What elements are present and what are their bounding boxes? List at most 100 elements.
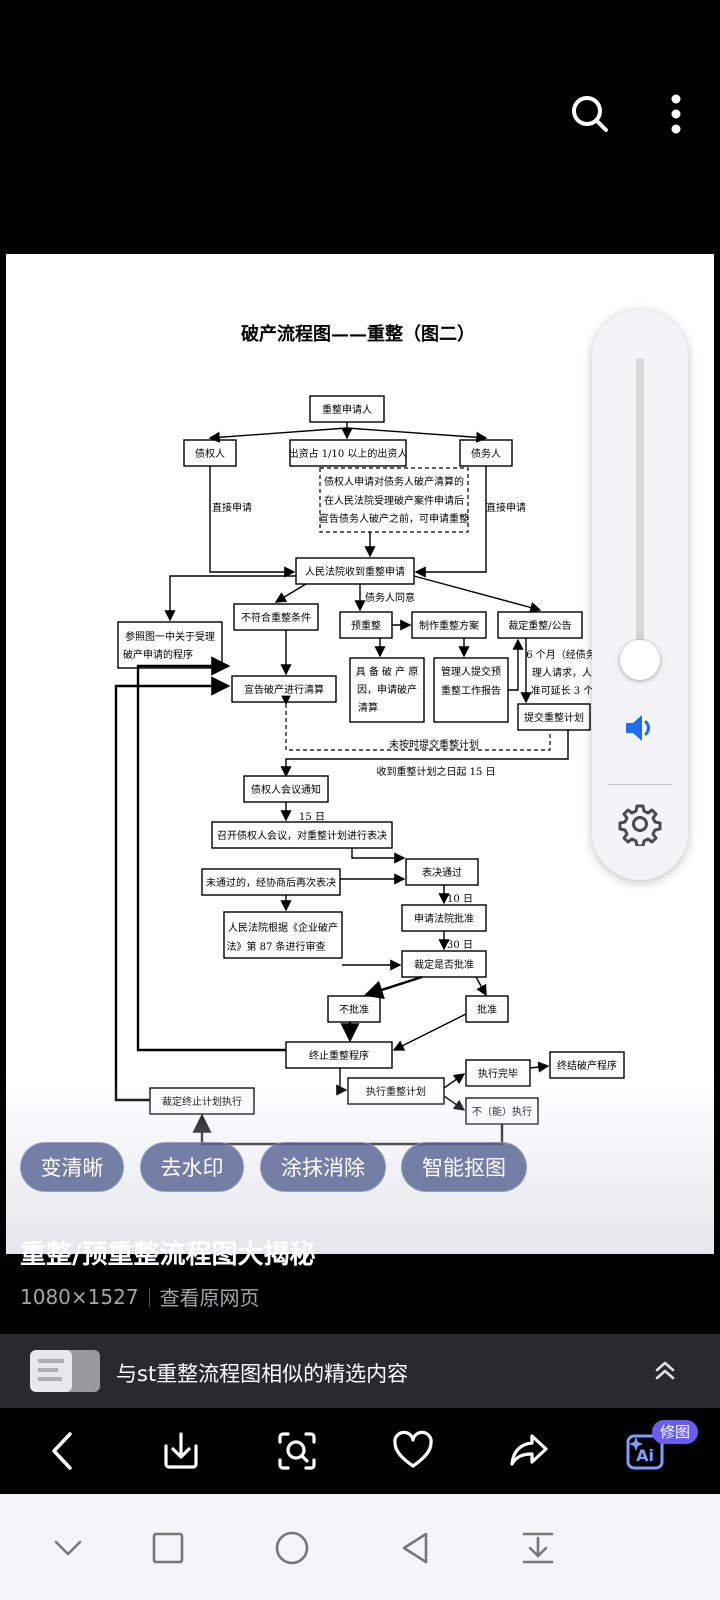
label-debtor: 债务人: [471, 447, 501, 460]
nav-down-button[interactable]: [46, 1526, 90, 1570]
back-button[interactable]: [40, 1428, 86, 1474]
label-six-months-line2: 理人请求，人: [532, 666, 592, 679]
clarify-button[interactable]: 变清晰: [20, 1142, 124, 1192]
label-approve: 批准: [477, 1003, 497, 1016]
lens-search-icon: [278, 1432, 316, 1470]
image-meta: 1080×1527 查看原网页: [20, 1282, 260, 1311]
box-hold-meeting: [211, 821, 393, 849]
label-exec-complete: 执行完毕: [478, 1067, 518, 1080]
label-direct-right: 直接申请: [486, 501, 526, 514]
nav-back-button[interactable]: [394, 1526, 438, 1570]
label-note-line2: 在人民法院受理破产案件申请后: [324, 494, 464, 507]
box-rule-approve: [401, 950, 487, 978]
volume-settings-button[interactable]: [618, 802, 662, 848]
label-days-30: 30 日: [447, 940, 473, 951]
view-source-link[interactable]: 查看原网页: [159, 1286, 260, 1310]
box-reasons: [349, 657, 425, 723]
label-creditor-notice: 债权人会议通知: [251, 783, 321, 796]
similar-content-label: 与st重整流程图相似的精选内容: [116, 1362, 409, 1386]
bottom-toolbar: Ai: [0, 1408, 720, 1494]
back-icon: [52, 1432, 72, 1470]
label-note-line1: 债权人申请对债务人破产清算的: [324, 475, 464, 488]
label-admin-line2: 重整工作报告: [441, 684, 501, 697]
box-court-receive: [295, 557, 415, 585]
label-not-pass: 未通过的，经协商后再次表决: [206, 876, 336, 889]
ai-edit-badge: 修图: [652, 1420, 699, 1444]
similar-content-bar[interactable]: 与st重整流程图相似的精选内容: [0, 1334, 720, 1408]
label-reasons-line1: 具 备 破 产 原: [356, 665, 419, 678]
speaker-button[interactable]: [622, 710, 658, 746]
label-rule-terminate: 裁定终止计划执行: [162, 1095, 242, 1108]
image-title: 重整/预重整流程图大揭秘: [20, 1240, 316, 1270]
box-court-review: [223, 911, 343, 959]
system-nav-bar: [0, 1494, 720, 1600]
label-note-line3: 宣告债务人破产之前，可申请重整: [319, 512, 469, 525]
label-reasons-line2: 因，申请破产: [357, 683, 417, 696]
expand-similar-button[interactable]: [650, 1356, 680, 1386]
label-submit-plan: 提交重整计划: [524, 711, 584, 724]
label-direct-left: 直接申请: [212, 501, 252, 514]
nav-down-icon: [54, 1540, 82, 1556]
gear-icon: [618, 804, 662, 848]
remove-watermark-button[interactable]: 去水印: [140, 1142, 244, 1192]
label-pre-reorg: 预重整: [351, 619, 381, 632]
box-reject: [327, 995, 381, 1023]
label-court-review-line1: 人民法院根据《企业破产: [228, 921, 338, 934]
label-court-review-line2: 法》第 87 条进行审查: [226, 940, 325, 953]
similar-thumbnails: [30, 1350, 100, 1392]
smart-cutout-button[interactable]: 智能抠图: [401, 1142, 527, 1192]
box-admin-report: [433, 657, 509, 723]
label-not-qualified: 不符合重整条件: [241, 611, 311, 624]
box-note-dashed: [319, 467, 469, 533]
chevron-up-icon: [655, 1361, 675, 1380]
more-options-button[interactable]: [652, 90, 700, 138]
thumbnail-stack-icon: [30, 1350, 100, 1392]
search-button[interactable]: [566, 90, 614, 138]
image-dimensions: 1080×1527: [20, 1284, 139, 1309]
meta-divider: [148, 1287, 150, 1306]
box-apply-approval: [401, 904, 487, 932]
label-court-receive: 人民法院收到重整申请: [305, 565, 405, 578]
label-execute-plan: 执行重整计划: [366, 1085, 426, 1098]
nav-recents-icon: [152, 1532, 184, 1564]
label-applicant: 重整申请人: [322, 403, 372, 416]
download-button[interactable]: [158, 1428, 204, 1474]
label-hold-meeting: 召开债权人会议，对重整计划进行表决: [217, 829, 387, 842]
heart-icon: [393, 1430, 433, 1468]
label-days-10: 10 日: [447, 894, 473, 905]
speaker-icon: [626, 715, 650, 741]
more-icon: [671, 94, 681, 134]
nav-recents-button[interactable]: [146, 1526, 190, 1570]
label-terminate: 终止重整程序: [309, 1049, 369, 1062]
smear-remove-button[interactable]: 涂抹消除: [260, 1142, 386, 1192]
nav-home-button[interactable]: [270, 1526, 314, 1570]
search-icon: [572, 96, 608, 132]
favorite-button[interactable]: [390, 1428, 436, 1474]
volume-slider-thumb[interactable]: [620, 640, 660, 680]
label-debtor-agree: 债务人同意: [365, 591, 415, 604]
box-not-pass: [201, 868, 341, 896]
volume-divider: [608, 784, 672, 785]
box-see-fig1: [117, 621, 223, 669]
box-pre-reorg: [339, 611, 393, 639]
label-make-plan: 制作重整方案: [419, 619, 479, 632]
label-declare-bankrupt: 宣告破产进行清算: [244, 683, 324, 696]
label-capital-holder: 出资占 1/10 以上的出资人: [289, 447, 408, 460]
box-terminate: [285, 1041, 393, 1069]
box-vote-pass: [405, 858, 479, 886]
share-button[interactable]: [506, 1428, 552, 1474]
box-creditor-notice: [243, 775, 329, 803]
ai-edit-button[interactable]: Ai: [622, 1428, 668, 1474]
lens-search-button[interactable]: [274, 1428, 320, 1474]
nav-notification-button[interactable]: [516, 1526, 560, 1570]
nav-back-icon: [402, 1532, 428, 1564]
label-reject: 不批准: [339, 1003, 369, 1016]
svg-text:Ai: Ai: [636, 1446, 654, 1465]
label-see-fig1-line1: 参照图一中关于受理: [125, 630, 215, 643]
volume-slider[interactable]: [636, 358, 644, 658]
box-approve: [465, 995, 509, 1023]
label-six-months-line3: 准可延长 3 个: [531, 685, 594, 697]
box-creditor: [183, 439, 237, 467]
label-reasons-line3: 清算: [358, 701, 378, 714]
